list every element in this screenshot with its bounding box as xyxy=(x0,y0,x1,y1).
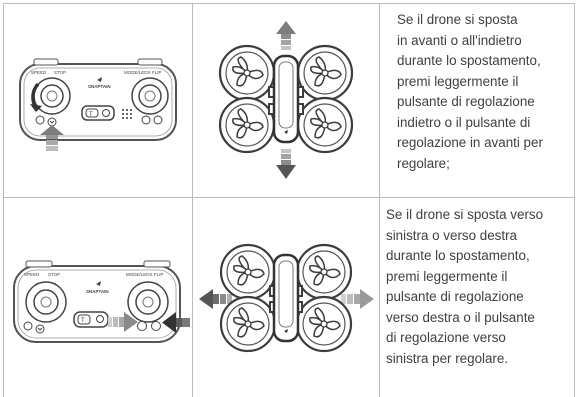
svg-text:MODE/LEDS: MODE/LEDS xyxy=(126,272,153,277)
table-border-top xyxy=(3,3,574,4)
text-line: sinistra o verso destra xyxy=(386,227,517,243)
svg-text:MODE/LEDS: MODE/LEDS xyxy=(124,70,151,75)
svg-text:T: T xyxy=(81,318,85,324)
table-divider-2 xyxy=(379,3,380,397)
arrow-icon xyxy=(276,21,296,50)
row-2-drone-cell xyxy=(193,198,379,397)
table-border-right xyxy=(574,3,575,397)
table-border-left xyxy=(3,3,4,397)
svg-text:SPEED: SPEED xyxy=(31,70,47,75)
row-2-remote-cell: SPEED STOP MODE/LEDS FLIP SNAPTAIN T xyxy=(4,198,192,397)
text-line: regolare; xyxy=(397,155,450,171)
svg-text:STOP: STOP xyxy=(48,272,60,277)
text-line: pulsante di regolazione xyxy=(397,94,535,109)
row-2-instruction-text: Se il drone si sposta verso sinistra o v… xyxy=(386,205,573,369)
row-1-drone-cell xyxy=(193,4,379,197)
table-divider-1 xyxy=(192,3,193,397)
svg-text:T: T xyxy=(89,112,93,118)
arrow-icon xyxy=(40,125,64,151)
text-line: premi leggermente il xyxy=(397,73,519,89)
svg-text:SNAPTAIN: SNAPTAIN xyxy=(86,289,109,294)
text-line: durante lo spostamento, xyxy=(397,53,541,68)
drone-icon xyxy=(218,21,354,179)
svg-text:SNAPTAIN: SNAPTAIN xyxy=(88,84,111,89)
arrow-icon xyxy=(162,312,190,333)
text-line: Se il drone si sposta xyxy=(397,12,518,27)
text-line: indietro o il pulsante di xyxy=(397,114,531,130)
svg-text:FLIP: FLIP xyxy=(154,272,164,277)
table-border-middle xyxy=(3,197,574,198)
svg-text:FLIP: FLIP xyxy=(152,70,162,75)
text-line: di regolazione verso xyxy=(386,330,506,345)
text-line: Se il drone si sposta verso xyxy=(386,207,544,222)
text-line: regolazione in avanti per xyxy=(397,135,543,150)
svg-text:SPEED: SPEED xyxy=(24,272,40,277)
row-1-remote-cell: SPEED STOP MODE/LEDS FLIP SNAPTAIN T xyxy=(4,4,192,197)
svg-text:STOP: STOP xyxy=(54,70,66,75)
text-line: pulsante di regolazione xyxy=(386,289,524,304)
text-line: sinistra per regolare. xyxy=(386,350,509,366)
drone-icon xyxy=(199,243,374,353)
remote-controller-icon: SPEED STOP MODE/LEDS FLIP SNAPTAIN T xyxy=(19,58,177,151)
text-line: in avanti o all'indietro xyxy=(397,32,522,48)
text-line: durante lo spostamento, xyxy=(386,248,530,263)
text-line: premi leggermente il xyxy=(386,268,508,284)
arrow-icon xyxy=(199,289,232,309)
remote-controller-icon: SPEED STOP MODE/LEDS FLIP SNAPTAIN T xyxy=(13,260,190,343)
arrow-icon xyxy=(276,149,296,179)
row-1-instruction-text: Se il drone si sposta in avanti o all'in… xyxy=(397,10,573,174)
arrow-icon xyxy=(108,312,138,332)
text-line: verso destra o il pulsante xyxy=(386,309,535,325)
arrow-icon xyxy=(341,289,374,309)
